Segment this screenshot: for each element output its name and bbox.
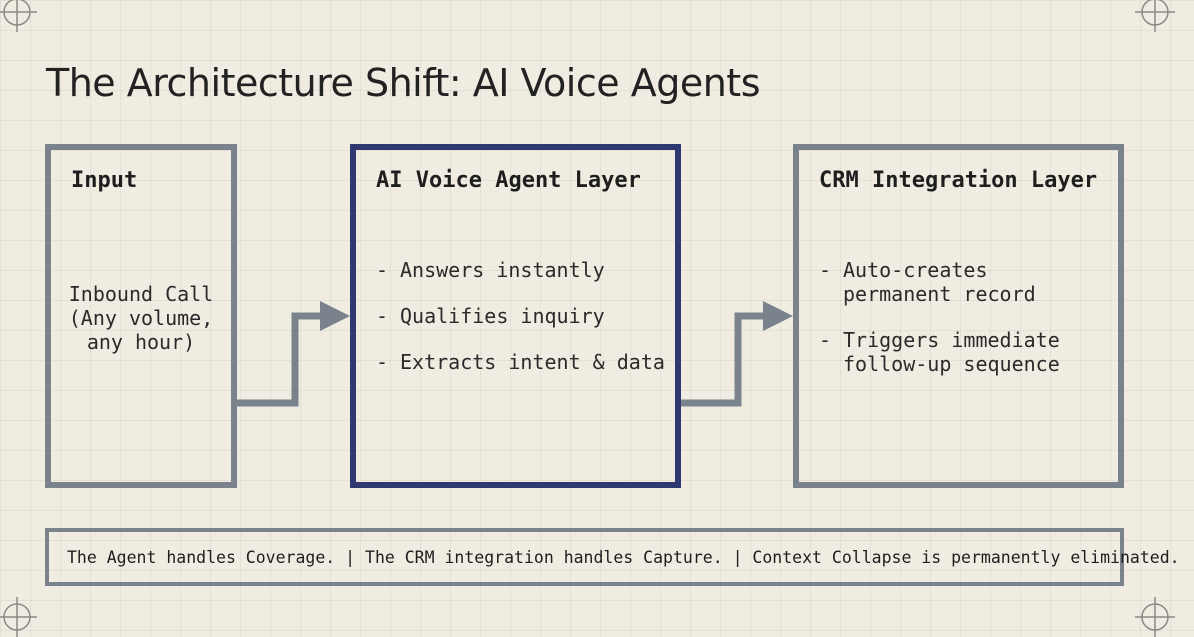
list-item: - Qualifies inquiry xyxy=(376,304,665,328)
list-item: - Extracts intent & data xyxy=(376,350,665,374)
summary-text: The Agent handles Coverage. | The CRM in… xyxy=(67,547,1180,567)
list-item: - Answers instantly xyxy=(376,258,665,282)
bullet-dash: - xyxy=(819,258,832,282)
input-line: Inbound Call xyxy=(68,282,214,306)
agent-heading: AI Voice Agent Layer xyxy=(376,168,641,193)
input-description: Inbound Call (Any volume, any hour) xyxy=(51,282,231,354)
bullet-dash: - xyxy=(819,328,832,352)
ai-voice-agent-box: AI Voice Agent Layer - Answers instantly… xyxy=(350,144,681,488)
bullet-text: Answers instantly xyxy=(400,258,605,282)
crosshair-icon xyxy=(1135,0,1175,32)
bullet-text-continued: permanent record xyxy=(843,282,1036,306)
crosshair-icon xyxy=(0,0,37,32)
bullet-text: Triggers immediate xyxy=(843,328,1060,352)
summary-footer: The Agent handles Coverage. | The CRM in… xyxy=(45,528,1180,586)
agent-bullet-list: - Answers instantly - Qualifies inquiry … xyxy=(376,258,665,396)
bullet-dash: - xyxy=(376,258,389,282)
bullet-dash: - xyxy=(376,350,389,374)
page-title: The Architecture Shift: AI Voice Agents xyxy=(46,61,761,106)
input-line: (Any volume, xyxy=(68,306,214,330)
crosshair-icon xyxy=(0,597,37,637)
arrow-head-icon xyxy=(320,301,350,331)
input-line: any hour) xyxy=(86,330,196,354)
bullet-text: Extracts intent & data xyxy=(400,350,665,374)
list-item: - Triggers immediate follow-up sequence xyxy=(819,328,1060,376)
bullet-dash: - xyxy=(376,304,389,328)
input-heading: Input xyxy=(71,168,138,193)
connector-input-to-agent xyxy=(237,301,350,407)
input-box: Input Inbound Call (Any volume, any hour… xyxy=(45,144,237,488)
bullet-text: Qualifies inquiry xyxy=(400,304,605,328)
connector-agent-to-crm xyxy=(681,301,793,407)
arrow-head-icon xyxy=(763,301,793,331)
crm-bullet-list: - Auto-creates permanent record - Trigge… xyxy=(819,258,1060,398)
crosshair-icon xyxy=(1135,597,1175,637)
bullet-text-continued: follow-up sequence xyxy=(843,352,1060,376)
bullet-text: Auto-creates xyxy=(843,258,988,282)
crm-heading: CRM Integration Layer xyxy=(819,168,1098,193)
list-item: - Auto-creates permanent record xyxy=(819,258,1060,306)
crm-integration-box: CRM Integration Layer - Auto-creates per… xyxy=(793,144,1124,488)
